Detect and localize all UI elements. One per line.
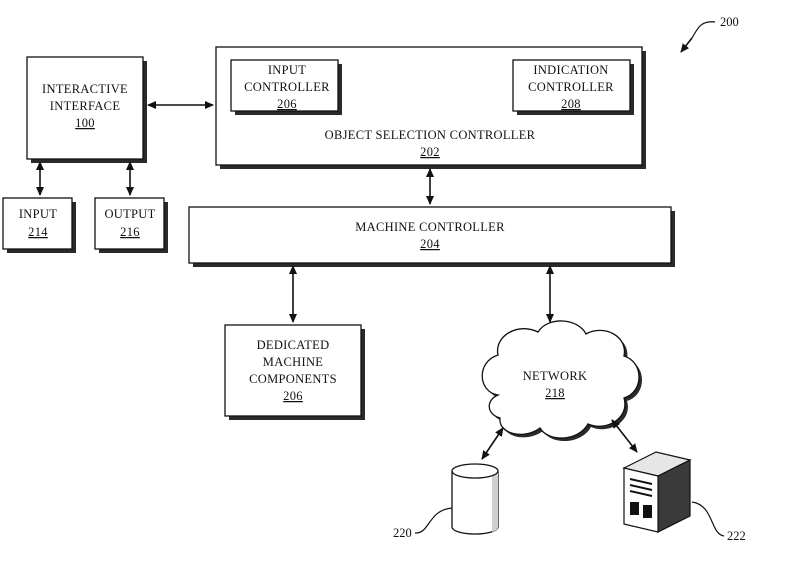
input-controller-block: INPUT CONTROLLER 206 bbox=[230, 59, 342, 115]
connector-network-to-server bbox=[611, 419, 638, 453]
network-label: NETWORK bbox=[523, 369, 588, 383]
machine-controller-number: 204 bbox=[420, 237, 440, 251]
interactive-interface-label-line2: INTERFACE bbox=[50, 99, 121, 113]
interactive-interface-block: INTERACTIVE INTERFACE 100 bbox=[26, 56, 147, 163]
connector-network-to-database bbox=[481, 427, 504, 460]
database-reference: 220 bbox=[393, 507, 453, 540]
dedicated-machine-components-label-line2: MACHINE bbox=[263, 355, 323, 369]
dedicated-machine-components-number: 206 bbox=[283, 389, 303, 403]
indication-controller-label-line2: CONTROLLER bbox=[528, 80, 614, 94]
object-selection-controller-number: 202 bbox=[420, 145, 440, 159]
database-icon bbox=[451, 463, 499, 535]
network-number: 218 bbox=[545, 386, 565, 400]
server-ref-label: 222 bbox=[727, 529, 746, 543]
output-number: 216 bbox=[120, 225, 140, 239]
interactive-interface-number: 100 bbox=[75, 116, 95, 130]
interactive-interface-label-line1: INTERACTIVE bbox=[42, 82, 128, 96]
machine-controller-block: MACHINE CONTROLLER 204 bbox=[188, 206, 675, 267]
input-controller-label-line1: INPUT bbox=[268, 63, 306, 77]
server-reference: 222 bbox=[691, 501, 746, 543]
figure-reference: 200 bbox=[680, 15, 739, 53]
machine-controller-label: MACHINE CONTROLLER bbox=[355, 220, 505, 234]
connectors bbox=[36, 101, 638, 460]
dedicated-machine-components-label-line3: COMPONENTS bbox=[249, 372, 337, 386]
indication-controller-label-line1: INDICATION bbox=[533, 63, 608, 77]
input-block: INPUT 214 bbox=[2, 197, 76, 253]
input-number: 214 bbox=[28, 225, 48, 239]
figure-ref-arrow bbox=[680, 37, 693, 53]
server-ref-leader bbox=[691, 501, 725, 537]
input-controller-number: 206 bbox=[277, 97, 297, 111]
figure-ref-leader bbox=[691, 21, 716, 39]
output-label: OUTPUT bbox=[104, 207, 155, 221]
network-cloud: NETWORK 218 bbox=[481, 320, 642, 442]
indication-controller-number: 208 bbox=[561, 97, 581, 111]
dedicated-machine-components-label-line1: DEDICATED bbox=[257, 338, 330, 352]
dedicated-machine-components-block: DEDICATED MACHINE COMPONENTS 206 bbox=[224, 324, 365, 420]
input-controller-label-line2: CONTROLLER bbox=[244, 80, 330, 94]
input-label: INPUT bbox=[19, 207, 57, 221]
indication-controller-block: INDICATION CONTROLLER 208 bbox=[512, 59, 634, 115]
database-ref-label: 220 bbox=[393, 526, 412, 540]
figure-ref-label: 200 bbox=[720, 15, 739, 29]
object-selection-controller-label: OBJECT SELECTION CONTROLLER bbox=[325, 128, 536, 142]
output-block: OUTPUT 216 bbox=[94, 197, 168, 253]
database-ref-leader bbox=[414, 507, 453, 534]
server-icon bbox=[622, 451, 692, 533]
